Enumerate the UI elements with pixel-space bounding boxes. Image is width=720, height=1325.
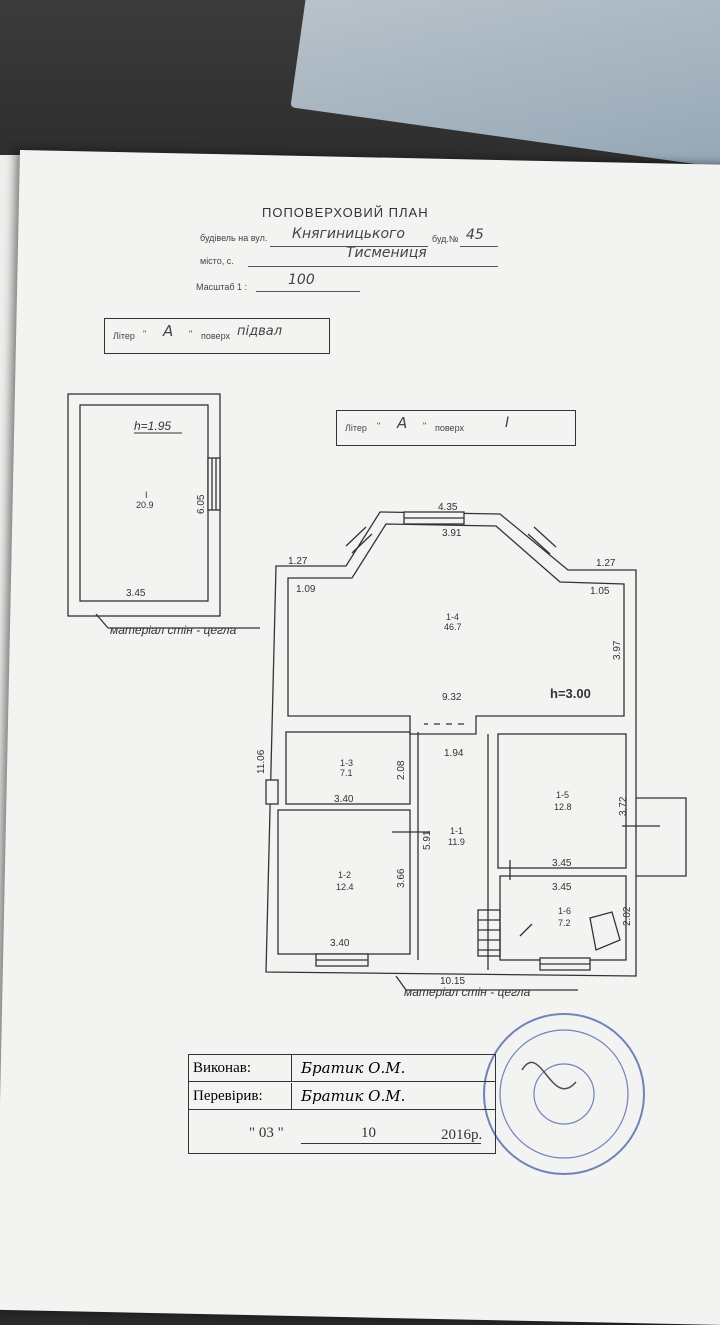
dim-corridor-w: 1.94 [444,748,464,759]
official-stamp [483,1013,645,1175]
room-area: 7.2 [558,918,571,928]
quote-open: " [143,329,147,339]
basement-liter-box: Літер " А " поверх підвал [104,318,330,354]
room-area: 7.1 [340,768,353,778]
dim-right-side: 3.97 [612,640,623,660]
dim-room16-h: 2.02 [622,906,633,926]
checked-name: Братик О.М. [301,1087,406,1105]
city-label: місто, с. [200,256,234,266]
dim-right-diag: 1.05 [590,586,610,597]
dim-room15-w: 3.45 [552,858,572,869]
basement-liter-label: Літер [113,331,135,341]
street-label: будівель на вул. [200,233,268,243]
dim-bottom-total: 10.15 [440,976,465,987]
basement-height: h=1.95 [134,419,171,433]
floor1-floor-label: поверх [435,423,464,433]
scale-value: 100 [288,272,315,288]
performed-name: Братик О.М. [301,1059,406,1077]
floor1-liter-label: Літер [345,423,367,433]
basement-room-num: I [145,490,148,500]
street-value: Княгиницького [292,226,405,242]
room-num: 1-6 [558,906,571,916]
floor-material: матеріал стін - цегла [404,985,531,999]
dim-corridor-h: 5.91 [422,830,433,850]
dim-room12-h: 3.66 [396,868,407,888]
city-value: Тисмениця [346,245,427,261]
dim-room13-h: 2.08 [396,760,407,780]
room-area: 11.9 [448,837,465,847]
scale-label: Масштаб 1 : [196,282,248,292]
floor1-liter-box: Літер " А " поверх I [336,410,576,446]
room-num: 1-4 [446,612,459,622]
dim-top-inner: 3.91 [442,528,462,539]
basement-floor-value: підвал [237,324,283,339]
basement-room-area: 20.9 [136,500,154,510]
room-num: 1-2 [338,870,351,880]
room-num: 1-5 [556,790,569,800]
dim-room15-h: 3.72 [618,796,629,816]
date-day: " 03 " [249,1125,284,1141]
dim-left-top: 1.27 [288,556,308,567]
basement-liter-value: А [163,322,174,340]
document-title: ПОПОВЕРХОВИЙ ПЛАН [262,205,429,220]
basement-dim-side: 6.05 [196,494,207,514]
dim-room13-w: 3.40 [334,794,354,805]
room-num: 1-3 [340,758,353,768]
checked-label: Перевірив: [189,1083,292,1109]
number-value: 45 [466,227,484,243]
signature-table: Виконав: Братик О.М. Перевірив: Братик О… [188,1054,496,1154]
basement-material: матеріал стін - цегла [110,623,237,637]
dim-left-diag: 1.09 [296,584,316,595]
room-area: 46.7 [444,622,462,632]
floor-height: h=3.00 [550,686,591,701]
date-month: 10 [361,1125,376,1141]
quote-open: " [377,421,381,431]
floor1-floor-value: I [505,415,510,431]
number-label: буд.№ [432,234,459,244]
dim-room16-w: 3.45 [552,882,572,893]
quote-close: " [189,329,193,339]
room-area: 12.8 [554,802,572,812]
dim-room12-w: 3.40 [330,938,350,949]
quote-close: " [423,421,427,431]
dim-width-mid: 9.32 [442,692,462,703]
performed-label: Виконав: [189,1055,292,1081]
floor1-liter-value: А [397,414,408,432]
dim-top-outer: 4.35 [438,502,458,513]
dim-left-total: 11.06 [256,749,267,774]
dim-right-top: 1.27 [596,558,616,569]
room-area: 12.4 [336,882,354,892]
date-year: 2016р. [441,1127,483,1143]
basement-dim-bottom: 3.45 [126,588,146,599]
basement-floor-label: поверх [201,331,230,341]
floor-plans: h=1.95 I 20.9 6.05 3.45 4.35 3.91 1.27 1… [110,419,645,1175]
room-num: 1-1 [450,826,463,836]
